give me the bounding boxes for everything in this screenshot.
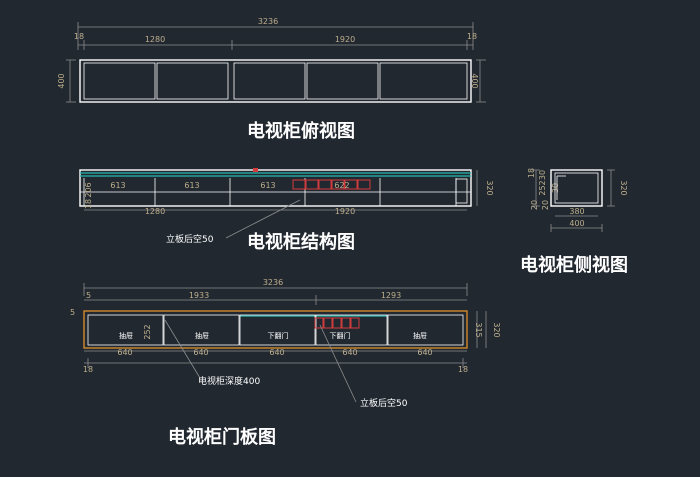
door-panel-1 — [87, 314, 164, 346]
top-seg-right-dim: 1920 — [335, 35, 355, 44]
side-right-height: 320 — [619, 180, 628, 195]
side-view-title: 电视柜侧视图 — [520, 254, 628, 276]
structure-back-note: 立板后空50 — [166, 233, 214, 245]
side-height-252: 252 — [538, 180, 547, 195]
side-height-18: 18 — [527, 168, 536, 178]
side-height-30b: 30 — [551, 183, 560, 193]
top-view: 3236 18 1280 1920 18 400 400 电视柜俯视图 — [57, 17, 486, 142]
top-view-title: 电视柜俯视图 — [247, 120, 355, 142]
door-width-2: 640 — [193, 348, 208, 357]
door-left-mark-side: 5 — [70, 308, 75, 317]
door-panel-4 — [315, 314, 388, 346]
structure-outline — [79, 169, 472, 207]
door-right-height: 320 — [492, 322, 501, 337]
structure-bottom-left-dim: 1280 — [145, 207, 165, 216]
door-width-1: 640 — [117, 348, 132, 357]
door-seg-right-dim: 1293 — [381, 291, 401, 300]
door-panel-5 — [387, 314, 464, 346]
door-label-5: 抽屉 — [413, 331, 427, 340]
door-back-note: 立板后空50 — [360, 397, 408, 409]
structure-height-206: 206 — [84, 182, 93, 197]
door-view: 3236 5 1933 1293 5 抽屉 抽屉 下翻门 下翻门 抽屉 252 … — [70, 278, 501, 448]
side-view: 18 30 252 30 20 20 320 380 400 电视柜侧视图 — [520, 168, 628, 276]
top-view-outline — [79, 59, 472, 103]
structure-view-title: 电视柜结构图 — [247, 231, 355, 253]
door-view-title: 电视柜门板图 — [168, 426, 276, 448]
door-width-4: 640 — [342, 348, 357, 357]
door-right-inner: 315 — [474, 322, 483, 337]
structure-right-height: 320 — [485, 180, 494, 195]
structure-view: 613 613 613 622 206 18 1280 1920 320 立板后… — [79, 168, 494, 253]
top-depth-left-dim: 400 — [57, 73, 66, 88]
side-height-20a: 20 — [530, 200, 539, 210]
top-right-end-dim: 18 — [467, 32, 477, 41]
door-panel-2 — [163, 314, 240, 346]
door-inner-height: 252 — [143, 324, 152, 339]
door-label-3: 下翻门 — [268, 331, 289, 340]
door-panel-3 — [239, 314, 316, 346]
top-overall-dim: 3236 — [258, 17, 278, 26]
side-inner-width: 380 — [569, 207, 584, 216]
door-left-end: 18 — [83, 365, 93, 374]
top-seg-left-dim: 1280 — [145, 35, 165, 44]
structure-bottom-right-dim: 1920 — [335, 207, 355, 216]
structure-cell-1: 613 — [110, 181, 125, 190]
door-width-3: 640 — [269, 348, 284, 357]
side-height-30: 30 — [538, 170, 547, 180]
top-left-end-dim: 18 — [74, 32, 84, 41]
door-outline — [83, 310, 468, 349]
structure-cell-3: 613 — [260, 181, 275, 190]
side-height-20b: 20 — [541, 200, 550, 210]
door-right-end: 18 — [458, 365, 468, 374]
structure-cell-2: 613 — [184, 181, 199, 190]
door-width-5: 640 — [417, 348, 432, 357]
structure-cell-4: 622 — [334, 181, 349, 190]
door-label-1: 抽屉 — [119, 331, 133, 340]
door-left-mark: 5 — [86, 291, 91, 300]
top-depth-right-dim: 400 — [470, 73, 479, 88]
side-outline — [550, 169, 603, 207]
structure-height-18: 18 — [84, 199, 93, 209]
door-label-2: 抽屉 — [195, 331, 209, 340]
door-overall-dim: 3236 — [263, 278, 283, 287]
side-total-width: 400 — [569, 219, 584, 228]
door-depth-note: 电视柜深度400 — [198, 375, 260, 387]
door-label-4: 下翻门 — [330, 331, 351, 340]
door-seg-left-dim: 1933 — [189, 291, 209, 300]
